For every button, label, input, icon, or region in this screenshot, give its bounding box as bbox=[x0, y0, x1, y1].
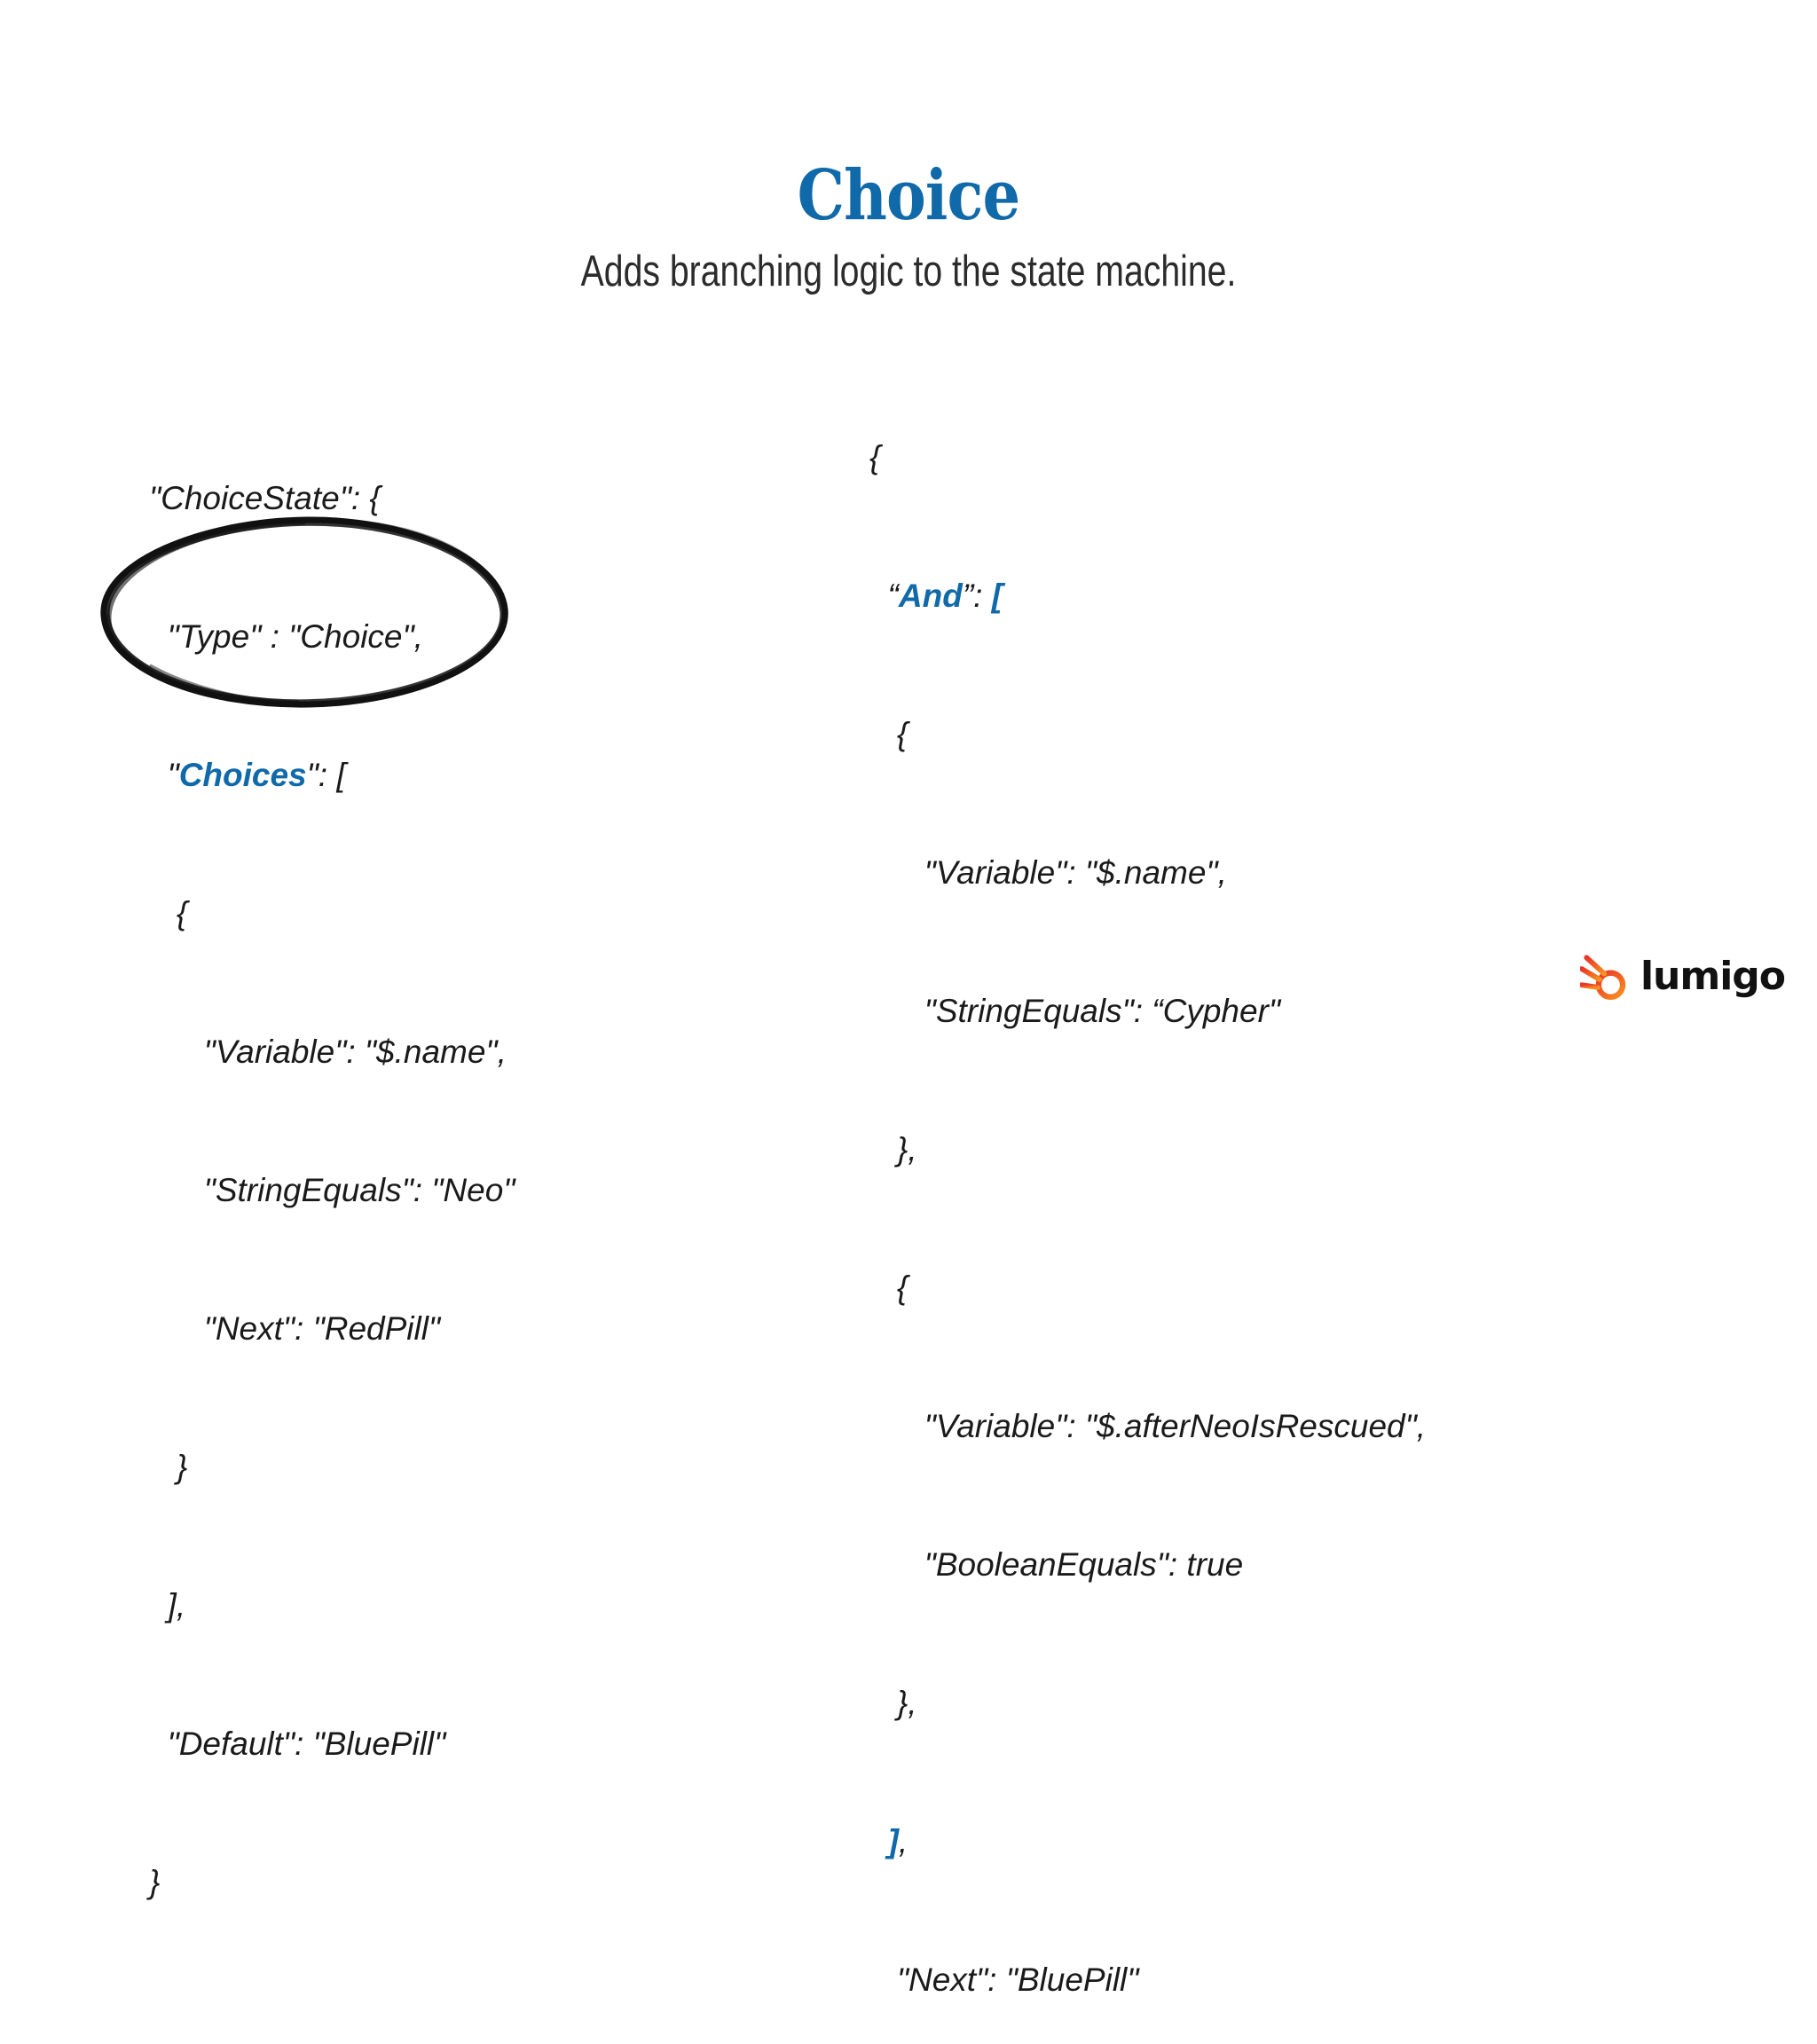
code-line: { bbox=[869, 435, 1426, 481]
code-text: , bbox=[898, 1823, 908, 1859]
code-text: "ChoiceState": { bbox=[149, 480, 381, 516]
code-text: { bbox=[869, 716, 908, 752]
code-line: "StringEquals": “Cypher" bbox=[869, 988, 1426, 1034]
code-line: "ChoiceState": { bbox=[149, 476, 515, 522]
lumigo-logo: lumigo bbox=[1579, 951, 1786, 1006]
code-line: ], bbox=[149, 1583, 515, 1629]
code-text: "Variable": "$.afterNeoIsRescued", bbox=[869, 1408, 1427, 1444]
code-text: { bbox=[869, 1270, 908, 1306]
code-text: "Next": "RedPill" bbox=[149, 1310, 441, 1347]
code-text: “ bbox=[869, 578, 899, 614]
code-text: "Variable": "$.name", bbox=[149, 1034, 507, 1070]
slide-canvas: Choice Adds branching logic to the state… bbox=[100, 155, 1787, 1998]
page-subtitle: Adds branching logic to the state machin… bbox=[580, 248, 1237, 295]
code-line: } bbox=[149, 1859, 515, 1906]
keyword-and: And bbox=[898, 578, 963, 614]
code-line: "Next": "BluePill" bbox=[869, 1957, 1426, 2003]
code-line: "Next": "RedPill" bbox=[149, 1306, 515, 1352]
code-line: “And”: [ bbox=[869, 573, 1426, 619]
code-line: }, bbox=[869, 1680, 1426, 1726]
right-code-block: { “And”: [ { "Variable": "$.name", "Stri… bbox=[869, 342, 1426, 2044]
lumigo-comet-icon bbox=[1579, 955, 1626, 1001]
code-line: "StringEquals": "Neo" bbox=[149, 1167, 515, 1214]
code-text: "StringEquals": “Cypher" bbox=[869, 993, 1281, 1029]
left-code-block: "ChoiceState": { "Type" : "Choice", "Cho… bbox=[149, 383, 515, 1998]
code-text: " bbox=[149, 757, 179, 793]
code-text: ": [ bbox=[306, 757, 346, 793]
code-line: { bbox=[869, 1265, 1426, 1311]
code-text: { bbox=[149, 895, 188, 932]
code-text: } bbox=[149, 1449, 188, 1485]
code-text: "Next": "BluePill" bbox=[869, 1961, 1139, 1998]
code-line: ], bbox=[869, 1819, 1426, 1865]
keyword-close-bracket: ] bbox=[887, 1823, 899, 1859]
keyword-open-bracket: [ bbox=[991, 578, 1003, 614]
code-text: "Default": "BluePill" bbox=[149, 1726, 446, 1762]
code-text: "BooleanEquals": true bbox=[869, 1546, 1244, 1583]
keyword-choices: Choices bbox=[178, 757, 307, 793]
code-line: "BooleanEquals": true bbox=[869, 1542, 1426, 1588]
code-text: ], bbox=[149, 1587, 186, 1623]
code-text: ”: bbox=[962, 578, 992, 614]
code-text: }, bbox=[869, 1685, 917, 1721]
code-line: }, bbox=[869, 1127, 1426, 1173]
code-text: "Variable": "$.name", bbox=[869, 854, 1227, 891]
code-text: }, bbox=[869, 1131, 917, 1167]
page-title: Choice bbox=[797, 155, 1021, 236]
code-line: "Type" : "Choice", bbox=[149, 614, 515, 660]
code-line: "Variable": "$.name", bbox=[149, 1029, 515, 1075]
code-line: "Default": "BluePill" bbox=[149, 1721, 515, 1767]
code-text bbox=[869, 1823, 888, 1859]
code-text: "StringEquals": "Neo" bbox=[149, 1172, 515, 1208]
code-line: { bbox=[869, 711, 1426, 758]
code-text: } bbox=[149, 1864, 161, 1900]
code-text: "Type" : "Choice", bbox=[149, 618, 423, 655]
code-line: "Variable": "$.afterNeoIsRescued", bbox=[869, 1403, 1426, 1450]
code-line: "Variable": "$.name", bbox=[869, 850, 1426, 896]
code-line: } bbox=[149, 1444, 515, 1490]
code-line: { bbox=[149, 891, 515, 937]
lumigo-wordmark: lumigo bbox=[1640, 954, 1786, 999]
code-text: { bbox=[869, 439, 881, 476]
code-line: "Choices": [ bbox=[149, 752, 515, 798]
